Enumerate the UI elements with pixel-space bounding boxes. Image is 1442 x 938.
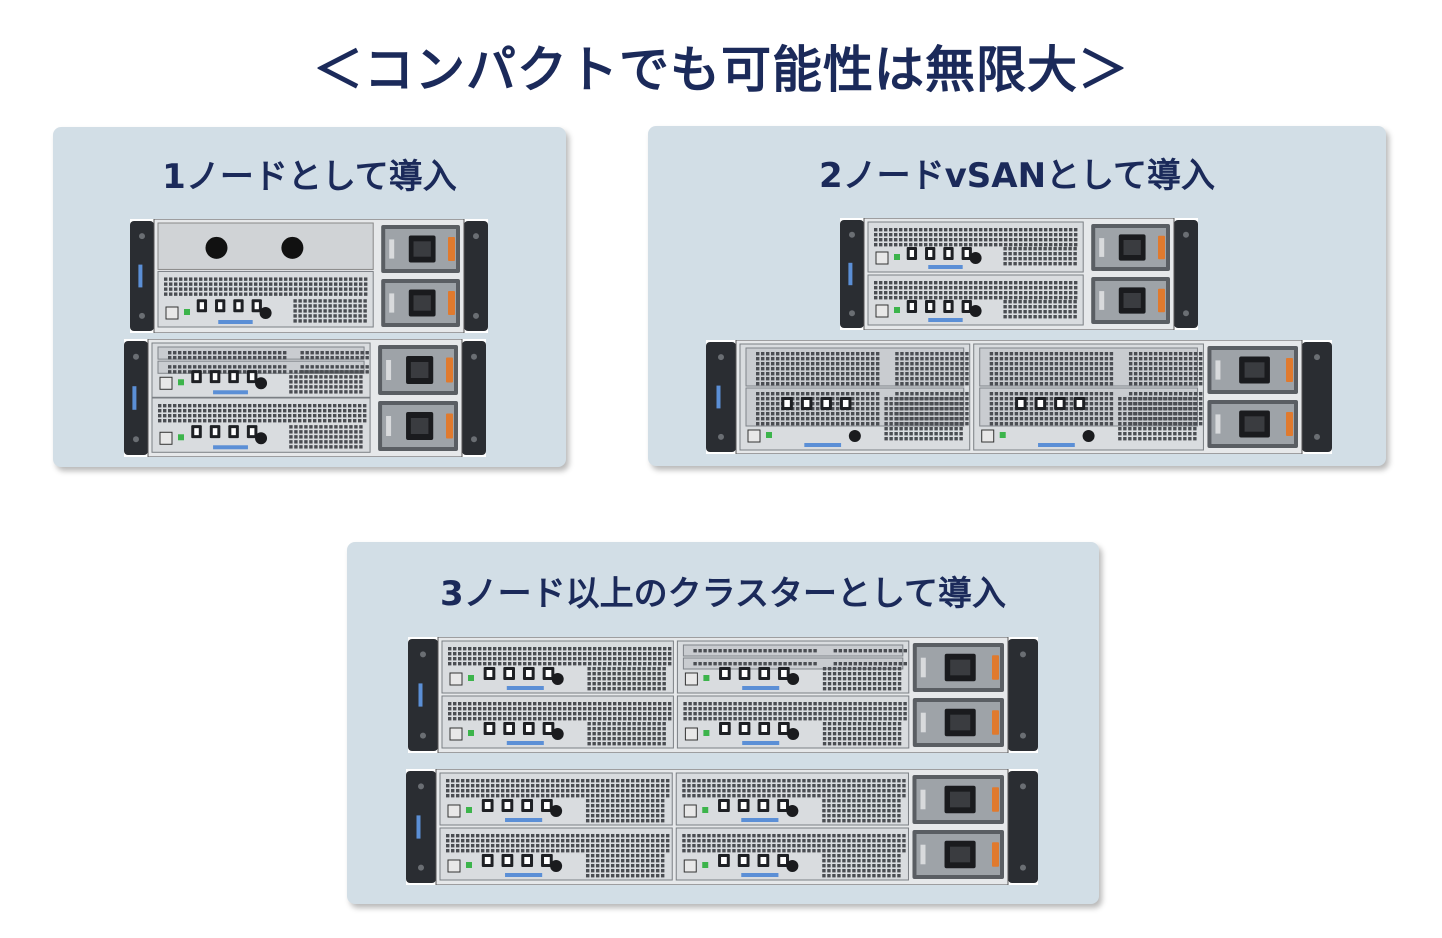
server-chassis-icon: [130, 219, 488, 333]
panel-title-cluster: 3ノード以上のクラスターとして導入: [440, 574, 1006, 614]
panel-title-two-node-vsan: 2ノードvSANとして導入: [818, 156, 1216, 196]
power-supply-icon: [1207, 400, 1298, 448]
panel-one-node: 1ノードとして導入: [53, 127, 566, 467]
server-chassis-icon: [406, 769, 1038, 885]
power-supply-icon: [912, 830, 1004, 879]
power-supply-icon: [1091, 277, 1170, 324]
power-supply-icon: [381, 279, 460, 327]
server-chassis-icon: [706, 340, 1332, 454]
power-supply-icon: [1091, 224, 1170, 271]
power-supply-icon: [1207, 346, 1298, 394]
panel-title-one-node: 1ノードとして導入: [162, 157, 457, 197]
server-chassis-icon: [124, 339, 486, 457]
power-supply-icon: [378, 345, 458, 395]
power-supply-icon: [381, 225, 460, 273]
power-supply-icon: [912, 698, 1004, 747]
panel-cluster: 3ノード以上のクラスターとして導入: [347, 542, 1099, 904]
power-supply-icon: [912, 643, 1004, 692]
server-chassis-icon: [408, 637, 1038, 753]
power-supply-icon: [378, 401, 458, 451]
panel-two-node-vsan: 2ノードvSANとして導入: [648, 126, 1386, 466]
server-chassis-icon: [840, 218, 1198, 330]
power-supply-icon: [912, 775, 1004, 824]
page-title: ＜コンパクトでも可能性は無限大＞: [313, 41, 1129, 99]
